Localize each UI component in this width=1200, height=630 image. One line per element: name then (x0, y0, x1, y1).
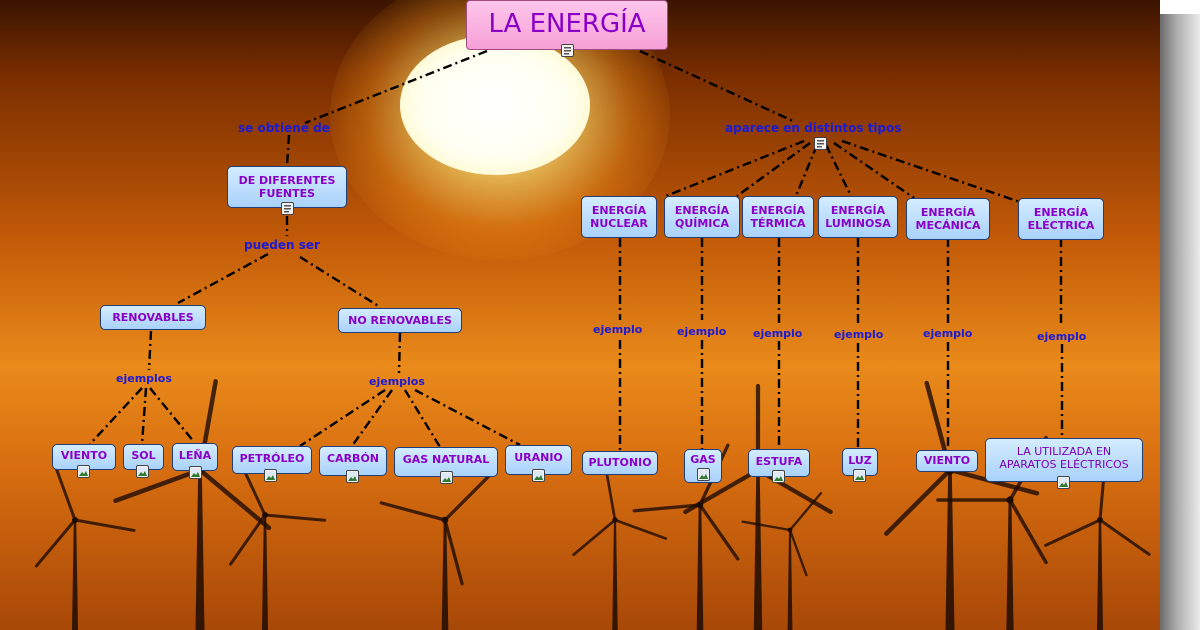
image-icon[interactable] (440, 471, 453, 484)
image-icon[interactable] (136, 465, 149, 478)
link-ejemplos-no-renovables: ejemplos (369, 375, 425, 388)
note-icon[interactable] (814, 137, 827, 150)
image-icon[interactable] (1057, 476, 1070, 489)
node-lena[interactable]: LEÑA (172, 443, 218, 471)
node-viento-mecanica[interactable]: VIENTO (916, 450, 978, 472)
link-ejemplo-luminosa: ejemplo (834, 328, 884, 341)
link-ejemplo-electrica: ejemplo (1037, 330, 1087, 343)
node-energia-luminosa[interactable]: ENERGÍA LUMINOSA (818, 196, 898, 238)
image-icon[interactable] (697, 468, 710, 481)
image-icon[interactable] (532, 469, 545, 482)
image-icon[interactable] (346, 470, 359, 483)
note-icon[interactable] (281, 202, 294, 215)
title-text: LA ENERGÍA (488, 9, 646, 40)
wind-turbines-silhouette (34, 379, 1151, 630)
image-icon[interactable] (189, 466, 202, 479)
wind-turbine (683, 383, 833, 630)
wind-turbine (379, 471, 494, 630)
node-no-renovables[interactable]: NO RENOVABLES (338, 308, 462, 333)
note-icon[interactable] (561, 44, 574, 57)
image-icon[interactable] (77, 465, 90, 478)
node-gas-natural[interactable]: GAS NATURAL (394, 447, 498, 477)
drop-shadow (1160, 14, 1200, 630)
image-icon[interactable] (264, 469, 277, 482)
wind-turbine (34, 462, 136, 630)
link-ejemplos-renovables: ejemplos (116, 372, 172, 385)
node-energia-mecanica[interactable]: ENERGÍA MECÁNICA (906, 198, 990, 240)
link-aparece-en-distintos-tipos: aparece en distintos tipos (725, 121, 902, 135)
node-energia-electrica[interactable]: ENERGÍA ELÉCTRICA (1018, 198, 1104, 240)
link-ejemplo-termica: ejemplo (753, 327, 803, 340)
node-carbon[interactable]: CARBÓN (319, 446, 387, 476)
wind-turbine (572, 465, 668, 630)
link-se-obtiene-de: se obtiene de (238, 121, 330, 135)
title-node[interactable]: LA ENERGÍA (466, 0, 668, 50)
node-energia-nuclear[interactable]: ENERGÍA NUCLEAR (581, 196, 657, 238)
node-renovables[interactable]: RENOVABLES (100, 305, 206, 330)
node-energia-termica[interactable]: ENERGÍA TÉRMICA (742, 196, 814, 238)
link-ejemplo-nuclear: ejemplo (593, 323, 643, 336)
node-plutonio[interactable]: PLUTONIO (582, 451, 658, 475)
sun (400, 35, 590, 175)
link-ejemplo-quimica: ejemplo (677, 325, 727, 338)
link-ejemplo-mecanica: ejemplo (923, 327, 973, 340)
node-sol[interactable]: SOL (123, 444, 164, 470)
node-petroleo[interactable]: PETRÓLEO (232, 446, 312, 474)
node-de-diferentes-fuentes[interactable]: DE DIFERENTES FUENTES (227, 166, 347, 208)
node-energia-quimica[interactable]: ENERGÍA QUÍMICA (664, 196, 740, 238)
image-icon[interactable] (853, 469, 866, 482)
node-aparatos-electricos[interactable]: LA UTILIZADA EN APARATOS ELÉCTRICOS (985, 438, 1143, 482)
image-icon[interactable] (772, 470, 785, 483)
wind-turbine (113, 379, 272, 630)
wind-turbine (741, 492, 823, 630)
node-gas[interactable]: GAS (684, 449, 722, 483)
link-pueden-ser: pueden ser (244, 238, 320, 252)
